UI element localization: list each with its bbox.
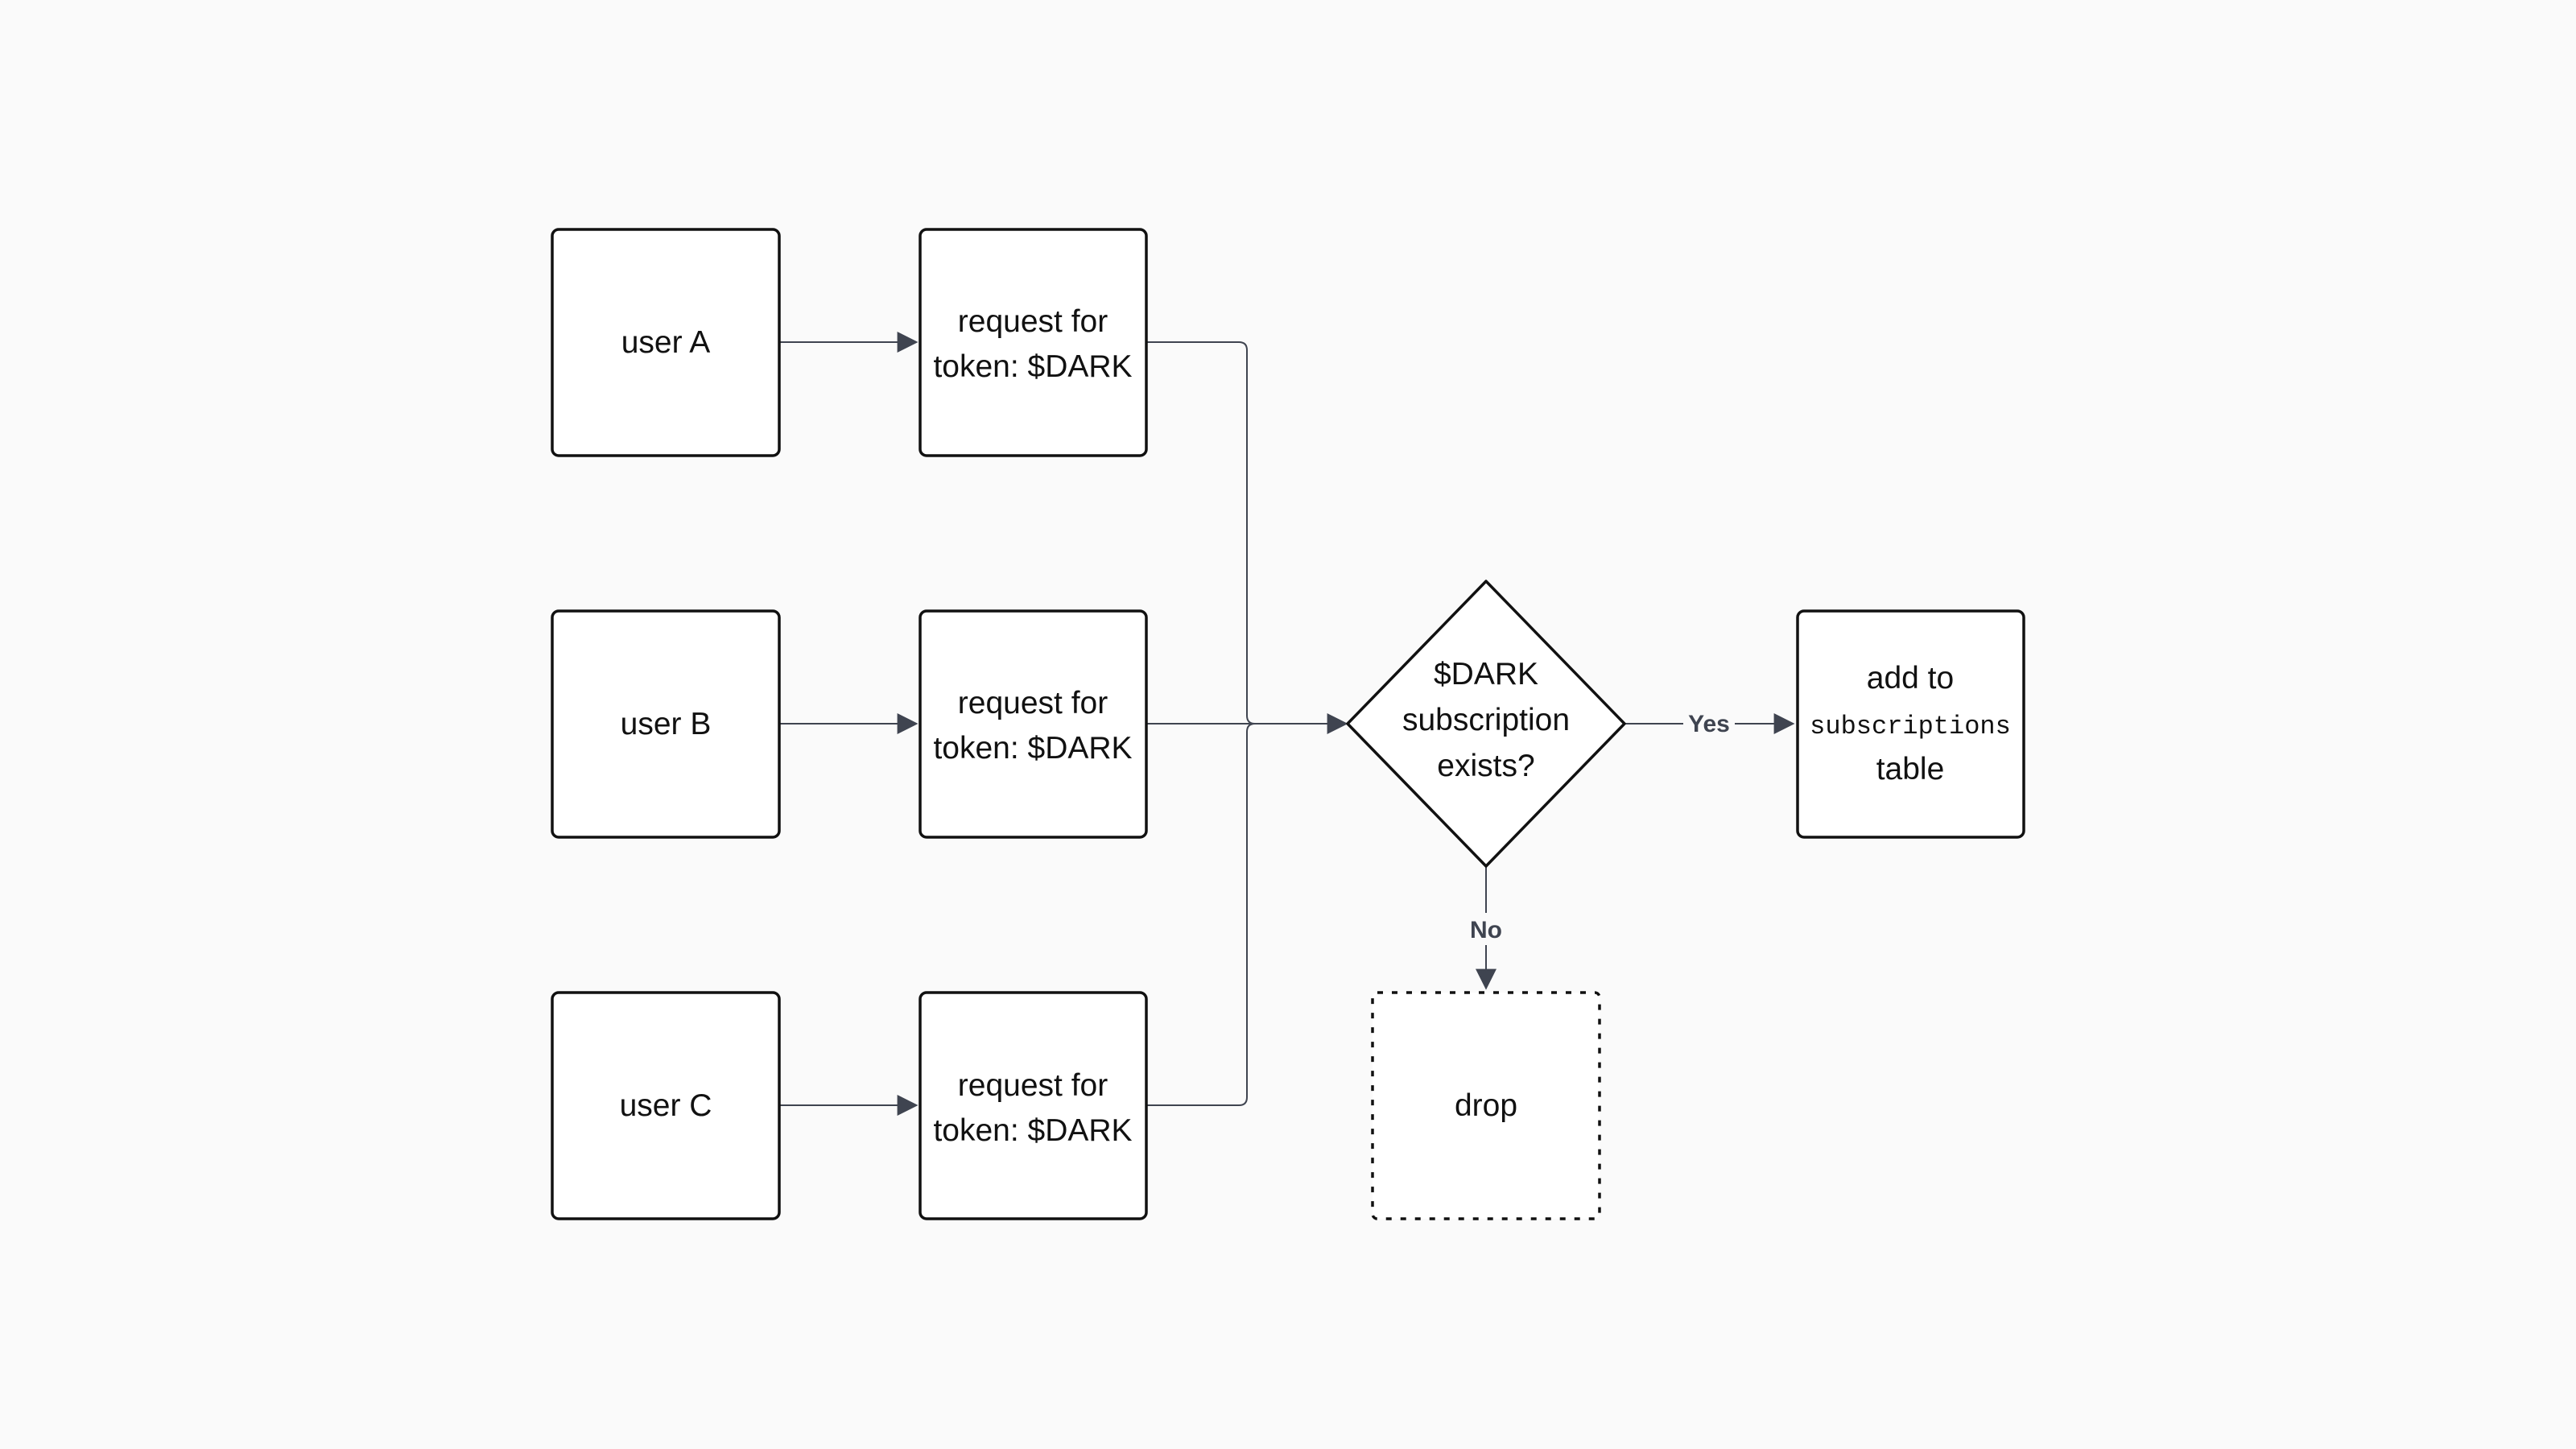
node-label-code: subscriptions bbox=[1810, 712, 2011, 741]
node-add-to-table[interactable]: add to subscriptions table bbox=[1796, 609, 2025, 839]
node-label: drop bbox=[1455, 1088, 1517, 1123]
node-label-line2: token: $DARK bbox=[933, 349, 1132, 384]
node-label-line3: table bbox=[1876, 752, 1945, 786]
yes-label-bg bbox=[1683, 708, 1735, 739]
decision-diamond bbox=[1346, 580, 1626, 868]
yes-label: Yes bbox=[1688, 711, 1730, 737]
node-label-line1: request for bbox=[958, 1068, 1108, 1103]
node-box bbox=[551, 991, 781, 1220]
node-label-line2: token: $DARK bbox=[933, 1113, 1132, 1148]
node-box bbox=[919, 228, 1148, 457]
edge-request-c-to-decision bbox=[1146, 723, 1256, 1106]
node-label: user A bbox=[621, 325, 711, 360]
node-box bbox=[1796, 609, 2025, 839]
node-box bbox=[551, 609, 781, 839]
edge-request-a-to-decision bbox=[1146, 341, 1256, 724]
no-label-bg bbox=[1463, 913, 1509, 945]
node-label-line1: request for bbox=[958, 304, 1108, 339]
node-box-dashed bbox=[1371, 991, 1601, 1220]
decision-line3: exists? bbox=[1437, 749, 1534, 783]
node-label: user B bbox=[621, 707, 712, 741]
node-user-a[interactable]: user A bbox=[551, 228, 781, 457]
node-user-b[interactable]: user B bbox=[551, 609, 781, 839]
node-request-a[interactable]: request for token: $DARK bbox=[919, 228, 1148, 457]
node-label: user C bbox=[620, 1088, 712, 1123]
node-drop[interactable]: drop bbox=[1371, 991, 1601, 1220]
node-request-c[interactable]: request for token: $DARK bbox=[919, 991, 1148, 1220]
no-label: No bbox=[1470, 917, 1502, 943]
node-box bbox=[919, 609, 1148, 839]
decision-line1: $DARK bbox=[1434, 657, 1538, 691]
node-label-line1: add to bbox=[1867, 661, 1954, 696]
node-request-b[interactable]: request for token: $DARK bbox=[919, 609, 1148, 839]
node-label-line2: token: $DARK bbox=[933, 731, 1132, 766]
node-box bbox=[919, 991, 1148, 1220]
node-decision[interactable]: $DARK subscription exists? bbox=[1346, 580, 1626, 868]
node-user-c[interactable]: user C bbox=[551, 991, 781, 1220]
node-label-line1: request for bbox=[958, 686, 1108, 720]
decision-line2: subscription bbox=[1402, 703, 1570, 737]
edges: Yes No bbox=[779, 332, 1795, 1116]
node-box bbox=[551, 228, 781, 457]
